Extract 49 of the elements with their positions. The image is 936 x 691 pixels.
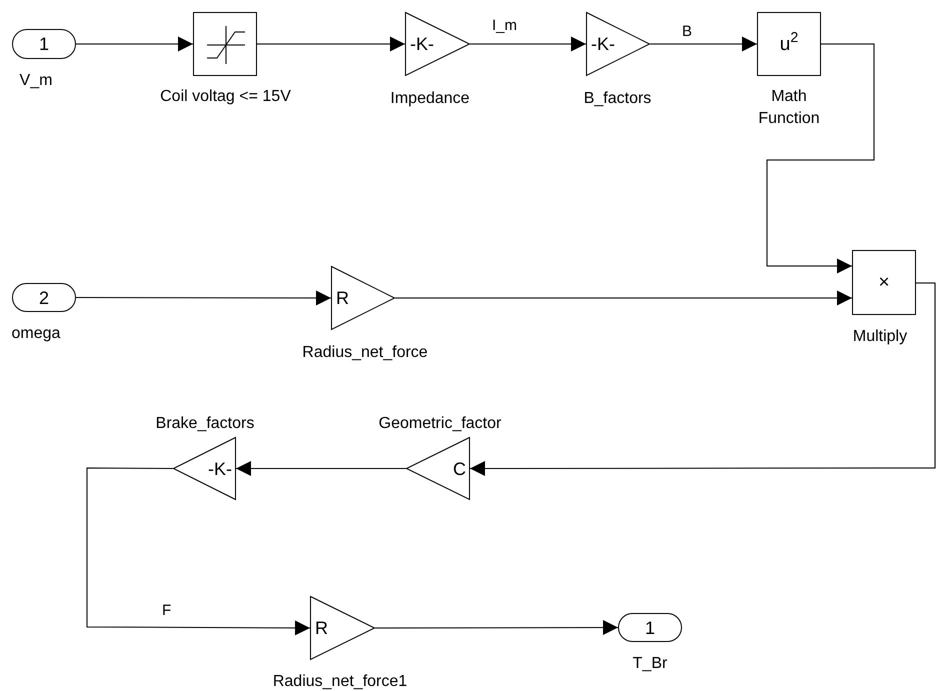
block-symbol: -K-: [208, 460, 232, 478]
math-function-block: [757, 12, 821, 76]
block-label: V_m: [18, 71, 54, 91]
block-symbol: 2: [38, 288, 49, 306]
edge-label: I_m: [490, 18, 520, 33]
signal-arrow: [86, 468, 310, 636]
signal-arrow: [374, 620, 618, 636]
gain-triangle: [331, 266, 395, 330]
block-label: Impedance: [389, 89, 471, 109]
inport-block: [12, 29, 76, 59]
block-label: B_factors: [582, 89, 652, 109]
signal-arrow: [256, 36, 406, 52]
gain-triangle: [406, 437, 470, 500]
block-label: Coil voltag <= 15V: [159, 87, 292, 107]
edge-label: F: [160, 603, 174, 618]
signal-arrow: [76, 290, 332, 306]
block-symbol: -K-: [410, 35, 434, 53]
gain-triangle: [405, 12, 470, 76]
signal-arrow: [470, 282, 936, 476]
gain-triangle: [310, 596, 375, 660]
block-symbol: R: [315, 619, 328, 637]
block-symbol: u$^{2}$: [780, 34, 798, 54]
block-label: Math Function: [757, 87, 821, 129]
block-label: Multiply: [852, 327, 908, 347]
gain-triangle: [586, 12, 650, 76]
outport-block: [618, 613, 682, 642]
block-symbol: 1: [38, 35, 49, 53]
inport-block: [12, 283, 76, 312]
block-label: Radius_net_force1: [272, 672, 408, 691]
block-symbol: ×: [878, 273, 890, 292]
signal-arrow: [766, 44, 874, 274]
block-label: Geometric_factor: [378, 414, 502, 434]
signal-arrow: [76, 36, 194, 52]
block-symbol: 1: [644, 618, 655, 636]
block-symbol: R: [336, 289, 349, 307]
block-label: T_Br: [632, 654, 668, 674]
block-symbol: C: [453, 460, 466, 478]
saturation-block: [193, 12, 257, 76]
signal-arrow: [236, 461, 406, 476]
block-label: omega: [10, 324, 62, 344]
signal-arrow: [394, 290, 852, 306]
gain-triangle: [173, 437, 236, 500]
block-symbol: -K-: [591, 35, 615, 53]
signal-arrow: [470, 36, 586, 52]
multiply-block: [852, 250, 916, 315]
block-label: Radius_net_force: [301, 343, 429, 363]
block-label: Brake_factors: [154, 414, 256, 434]
signal-arrow: [650, 36, 758, 52]
edge-label: B: [680, 24, 694, 39]
